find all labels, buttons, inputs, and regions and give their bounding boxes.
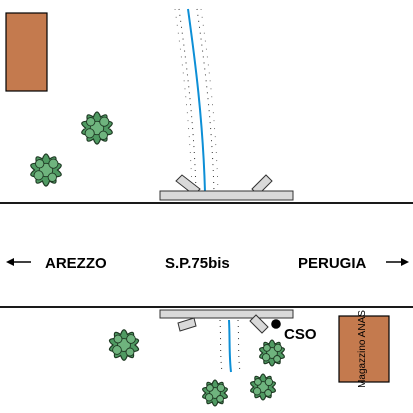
lower-stream-left-bank — [219, 319, 223, 373]
building-top-left — [5, 12, 48, 92]
tree-leaf-cluster — [261, 353, 271, 362]
upper-stream-right-bank — [196, 8, 215, 193]
tree-lower-4 — [250, 373, 276, 401]
tree-leaf-cluster — [264, 377, 274, 387]
tree-upper-2 — [30, 153, 62, 187]
upper-stream — [174, 8, 219, 193]
arrow-left-icon — [6, 258, 31, 266]
lower-stream-right-bank — [237, 319, 241, 373]
upper-headwall — [159, 174, 294, 201]
building-anas — [338, 315, 390, 383]
label-arezzo: AREZZO — [45, 255, 107, 272]
tree-leaf-cluster — [35, 159, 45, 169]
label-road-name: S.P.75bis — [165, 255, 230, 272]
tree-leaf-cluster — [254, 378, 262, 386]
tree-leaf-cluster — [204, 393, 214, 402]
tree-leaf-cluster — [33, 170, 44, 181]
building-icon: Magazzino ANAS — [338, 310, 390, 388]
tree-leaf-cluster — [125, 347, 135, 357]
upper-stream-left-bank — [178, 8, 197, 193]
tree-leaf-cluster — [252, 387, 262, 396]
tree-leaf-cluster — [48, 158, 59, 169]
tree-leaf-cluster — [126, 334, 136, 344]
tree-upper-1 — [81, 111, 113, 145]
tree-leaf-cluster — [273, 355, 281, 363]
tree-leaf-cluster — [112, 345, 122, 355]
label-building: Magazzino ANAS — [357, 310, 368, 388]
tree-leaf-cluster — [84, 128, 95, 139]
tree-leaf-cluster — [206, 384, 214, 392]
tree-lower-3 — [202, 379, 228, 407]
tree-leaf-cluster — [113, 334, 123, 344]
tree-leaf-cluster — [98, 130, 108, 140]
tree-lower-2 — [259, 339, 285, 367]
tree-leaf-cluster — [263, 344, 271, 352]
tree-leaf-cluster — [47, 172, 57, 182]
lower-stream — [219, 319, 241, 373]
tree-lower-1 — [108, 329, 140, 361]
tree-leaf-cluster — [216, 395, 224, 403]
label-point: CSO — [284, 326, 317, 343]
tree-leaf-cluster — [216, 383, 226, 393]
arrow-right-icon — [386, 258, 409, 266]
tree-leaf-cluster — [86, 117, 96, 127]
tree-leaf-cluster — [273, 343, 283, 353]
label-perugia: PERUGIA — [298, 255, 367, 272]
lower-headwall — [159, 309, 294, 334]
tree-leaf-cluster — [99, 116, 110, 127]
tree-leaf-cluster — [264, 389, 272, 397]
point-marker-icon — [271, 319, 281, 329]
